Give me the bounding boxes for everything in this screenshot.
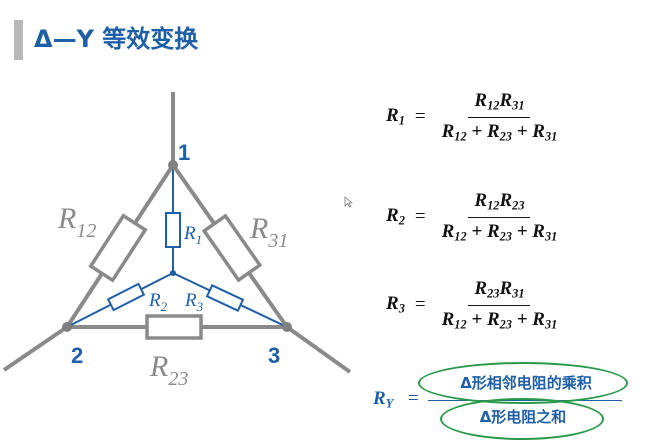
formula-r3-numerator: R23R31 (468, 278, 531, 306)
formula-r2-lhs: R2 (386, 205, 405, 229)
formula-r2-numerator: R12R23 (468, 190, 531, 218)
node-2-label: 2 (71, 343, 83, 368)
resistor-r1 (165, 212, 181, 248)
lead-node-3 (285, 325, 352, 374)
formula-r1-lhs: R1 (386, 105, 405, 129)
resistor-r31 (201, 213, 263, 283)
formula-r1: R1 = R12R31 R12 + R23 + R31 (386, 90, 563, 144)
star-center-dot (170, 270, 176, 276)
r31-label: R31 (249, 212, 288, 252)
node-3-label: 3 (268, 343, 280, 368)
formula-r3-denominator: R12 + R23 + R31 (441, 308, 558, 332)
slide-title: Δ—Y 等效变换 (34, 25, 199, 53)
denominator-highlight-ellipse (440, 398, 604, 440)
formula-r3-lhs: R3 (386, 293, 405, 317)
formula-r1-numerator: R12R31 (468, 90, 531, 118)
resistor-r3 (205, 284, 245, 312)
formula-r1-fraction: R12R31 R12 + R23 + R31 (436, 90, 564, 144)
r2-label: R2 (148, 290, 168, 314)
formula-r3-fraction: R23R31 R12 + R23 + R31 (436, 278, 564, 332)
node-1-dot (168, 160, 178, 170)
ry-equals: = (408, 388, 419, 409)
formula-r2: R2 = R12R23 R12 + R23 + R31 (386, 190, 563, 244)
lead-node-2 (2, 325, 69, 372)
formula-r3: R3 = R23R31 R12 + R23 + R31 (386, 278, 563, 332)
resistor-r23 (145, 314, 203, 340)
r23-label: R23 (149, 350, 188, 390)
mouse-pointer-icon (344, 196, 353, 208)
title-accent-bar (14, 20, 23, 60)
r3-label: R3 (184, 290, 204, 314)
resistor-r2 (106, 282, 146, 312)
r12-label: R12 (57, 202, 96, 242)
ry-lhs: RY (373, 388, 394, 411)
node-3-dot (282, 322, 292, 332)
formula-r2-denominator: R12 + R23 + R31 (441, 220, 558, 244)
r1-label: R1 (183, 223, 202, 247)
formula-r3-equals: = (414, 294, 426, 316)
node-2-dot (62, 322, 72, 332)
formula-r1-denominator: R12 + R23 + R31 (441, 120, 558, 144)
formula-r2-fraction: R12R23 R12 + R23 + R31 (436, 190, 564, 244)
formula-r2-equals: = (414, 206, 426, 228)
resistor-r12 (88, 213, 148, 283)
formula-r1-equals: = (414, 106, 426, 128)
node-1-label: 1 (178, 140, 190, 165)
